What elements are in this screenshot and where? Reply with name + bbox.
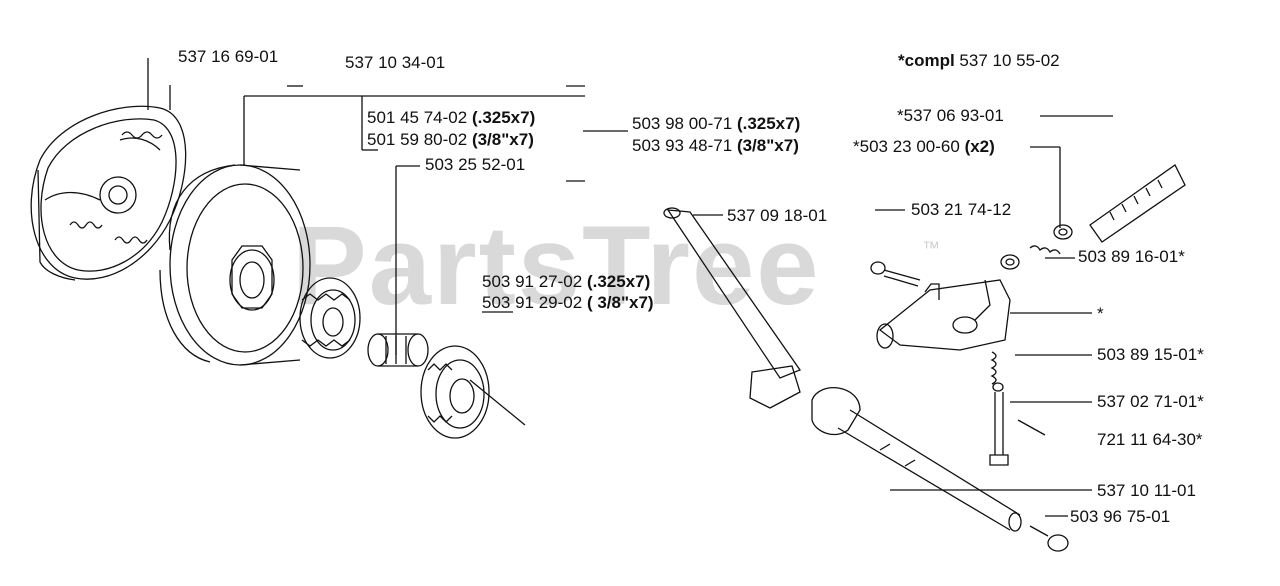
- screw: [870, 261, 921, 287]
- shaft: [1089, 164, 1186, 243]
- part-label-kit-b: 501 59 80-02 (3/8"x7): [367, 130, 534, 149]
- watermark: PartsTree: [292, 203, 821, 328]
- part-label-shaft: *537 06 93-01: [897, 106, 1004, 125]
- part-label-lever: 537 09 18-01: [727, 206, 828, 225]
- part-label-kit-a: 501 45 74-02 (.325x7): [367, 108, 536, 127]
- bolt: [1029, 525, 1069, 552]
- part-label-plunger: 537 02 71-01*: [1097, 392, 1204, 411]
- washers-and-springs: [990, 224, 1073, 392]
- clutch-drum: [159, 164, 311, 366]
- part-label-rim-a: 503 98 00-71 (.325x7): [632, 114, 801, 133]
- housing: [876, 279, 1011, 351]
- part-label-rim-b: 503 93 48-71 (3/8"x7): [632, 136, 799, 155]
- pump-rod: [811, 387, 1022, 532]
- part-label-housing: *: [1097, 304, 1104, 323]
- rim-sprocket: [299, 277, 361, 359]
- needle-bearing: [367, 333, 429, 367]
- plunger: [989, 392, 1046, 466]
- watermark-trademark: ™: [922, 238, 940, 258]
- part-label-spring-bottom: 503 89 15-01*: [1097, 345, 1204, 364]
- part-label-bolt: 503 96 75-01: [1070, 507, 1171, 526]
- part-label-rod: 537 10 11-01: [1097, 481, 1196, 500]
- part-label-screw: 503 21 74-12: [911, 200, 1012, 219]
- spur-sprocket: [420, 345, 490, 439]
- part-label-compl: *compl 537 10 55-02: [898, 51, 1060, 70]
- part-label-spring-top: 503 89 16-01*: [1078, 247, 1185, 266]
- lever-arm: [663, 207, 802, 409]
- part-label-drum: 537 10 34-01: [345, 53, 446, 72]
- part-label-washer: *503 23 00-60 (x2): [853, 137, 995, 156]
- part-label-bearing: 503 25 52-01: [425, 155, 526, 174]
- part-label-spur-a: 503 91 27-02 (.325x7): [482, 272, 651, 291]
- clutch-shoe: [30, 105, 187, 281]
- part-label-spur-b: 503 91 29-02 ( 3/8"x7): [482, 293, 654, 312]
- part-label-pin: 721 11 64-30*: [1097, 430, 1203, 449]
- part-label-clutch: 537 16 69-01: [178, 47, 279, 66]
- leader-lines: [147, 58, 1113, 517]
